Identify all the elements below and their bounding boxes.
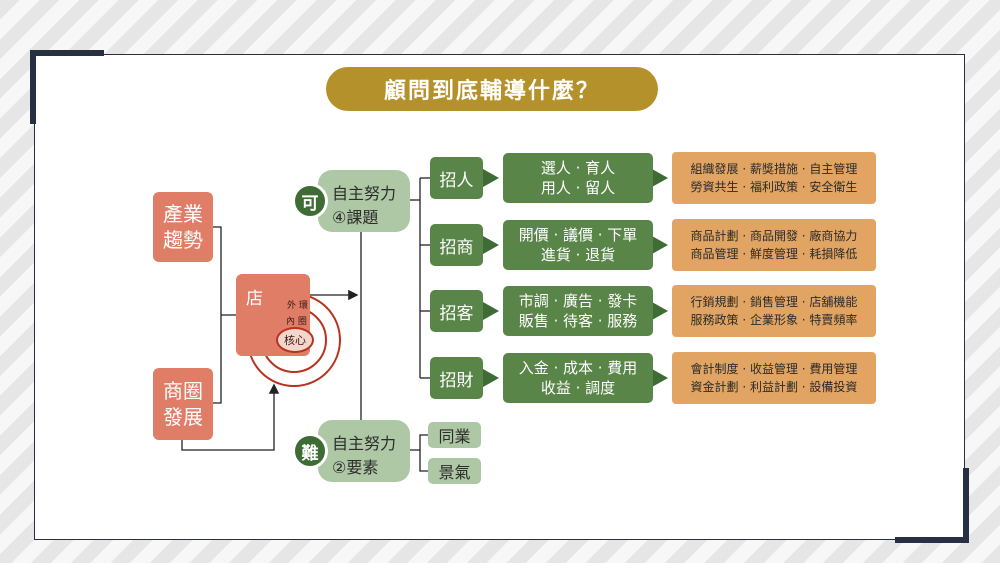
elements-line2: ②要素 <box>332 458 379 477</box>
element-economy: 景氣 <box>428 458 481 484</box>
outer-ring-label: 外 環 <box>287 301 308 311</box>
topic-finance: 招財 <box>430 357 483 399</box>
topic-merchandise-items: 開價 · 議價 · 下單 進貨 · 退貨 <box>503 220 653 270</box>
topic-hiring-details: 組織發展 · 薪獎措施 · 自主管理 勞資共生 · 福利政策 · 安全衛生 <box>672 152 876 204</box>
autonomous-elements-node <box>318 420 410 482</box>
topic-merchandise: 招商 <box>430 224 483 266</box>
corner-accent <box>895 537 969 543</box>
difficult-badge: 難 <box>292 433 328 469</box>
topic-hiring: 招人 <box>430 157 483 199</box>
industry-trend-node: 產業 趨勢 <box>153 192 213 262</box>
topic-customers: 招客 <box>430 290 483 332</box>
elements-line1: 自主努力 <box>332 434 397 453</box>
topic-customers-items: 市調 · 廣告 · 發卡 販售 · 待客 · 服務 <box>503 286 653 336</box>
corner-accent <box>30 50 104 56</box>
topic-finance-items: 入金 · 成本 · 費用 收益 · 調度 <box>503 353 653 403</box>
page-title: 顧問到底輔導什麼？ <box>326 67 658 111</box>
trade-area-node: 商圈 發展 <box>153 368 213 440</box>
core-circle: 核心 <box>276 327 314 353</box>
topic-customers-details: 行銷規劃 · 銷售管理 · 店舖機能 服務政策 · 企業形象 · 特賣頻率 <box>672 285 876 337</box>
store-label: 店 <box>246 289 263 309</box>
autonomous-topics-node <box>318 170 410 232</box>
topic-merchandise-details: 商品計劃 · 商品開發 · 廠商協力 商品管理 · 鮮度管理 · 耗損降低 <box>672 219 876 271</box>
inner-ring-label: 內 圈 <box>286 317 307 327</box>
topic-finance-details: 會計制度 · 收益管理 · 費用管理 資金計劃 · 利益計劃 · 設備投資 <box>672 352 876 404</box>
corner-accent <box>963 468 969 543</box>
corner-accent <box>30 50 36 124</box>
topics-line1: 自主努力 <box>332 184 397 203</box>
possible-badge: 可 <box>292 183 328 219</box>
element-competitors: 同業 <box>428 422 481 448</box>
topic-hiring-items: 選人 · 育人 用人 · 留人 <box>503 153 653 203</box>
topics-line2: ④課題 <box>332 208 379 227</box>
